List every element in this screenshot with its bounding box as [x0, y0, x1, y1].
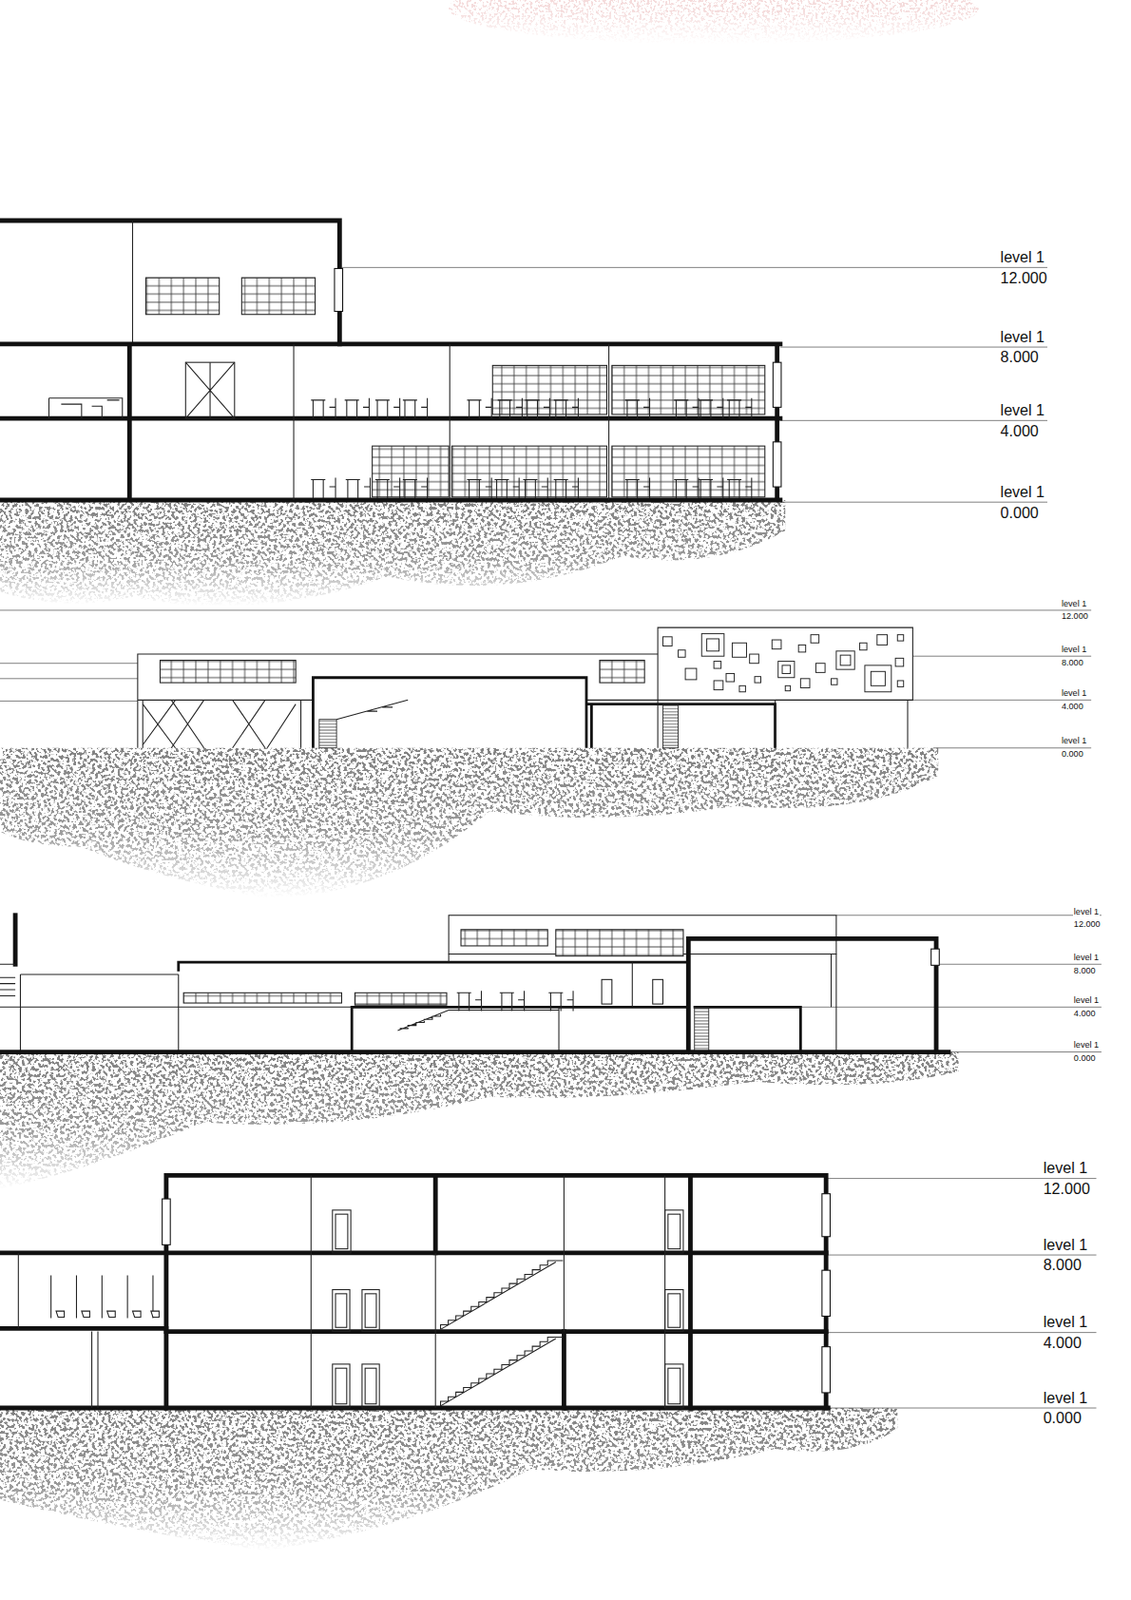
elevation-value: 4.000: [1060, 701, 1085, 711]
level-name: level 1: [1073, 952, 1100, 962]
level-name: level 1: [1042, 1235, 1089, 1254]
section-two: [0, 610, 1092, 899]
level-name: level 1: [1060, 598, 1088, 609]
level-name: level 1: [999, 482, 1046, 501]
elevation-value: 12.000: [1060, 611, 1090, 621]
level-name: level 1: [1073, 1039, 1100, 1050]
elevation-value: 8.000: [1042, 1255, 1083, 1274]
level-name: level 1: [999, 248, 1046, 267]
level-name: level 1: [1060, 644, 1088, 654]
elevation-value: 12.000: [999, 268, 1049, 288]
level-name: level 1: [999, 401, 1046, 420]
level-name: level 1: [1060, 735, 1088, 746]
elevation-value: 12.000: [1042, 1179, 1092, 1198]
elevation-value: 0.000: [1073, 1053, 1097, 1063]
elevation-value: 12.000: [1073, 919, 1102, 929]
elevation-value: 4.000: [1073, 1008, 1097, 1018]
section-three: [0, 915, 1102, 1189]
elevation-value: 8.000: [1060, 657, 1085, 668]
level-name: level 1: [1060, 688, 1088, 698]
elevation-value: 8.000: [999, 347, 1040, 366]
elevation-value: 8.000: [1073, 965, 1097, 976]
level-name: level 1: [1042, 1388, 1089, 1407]
level-name: level 1: [1042, 1158, 1089, 1177]
level-name: level 1: [1073, 906, 1100, 917]
elevation-value: 0.000: [999, 503, 1040, 522]
section-one: [0, 220, 1048, 607]
level-name: level 1: [999, 327, 1046, 346]
elevation-value: 0.000: [1060, 748, 1085, 759]
elevation-value: 4.000: [999, 421, 1040, 441]
level-name: level 1: [1073, 995, 1100, 1005]
section-four: [0, 1174, 1097, 1551]
level-name: level 1: [1042, 1312, 1089, 1331]
elevation-value: 4.000: [1042, 1333, 1083, 1352]
elevation-value: 0.000: [1042, 1408, 1083, 1427]
